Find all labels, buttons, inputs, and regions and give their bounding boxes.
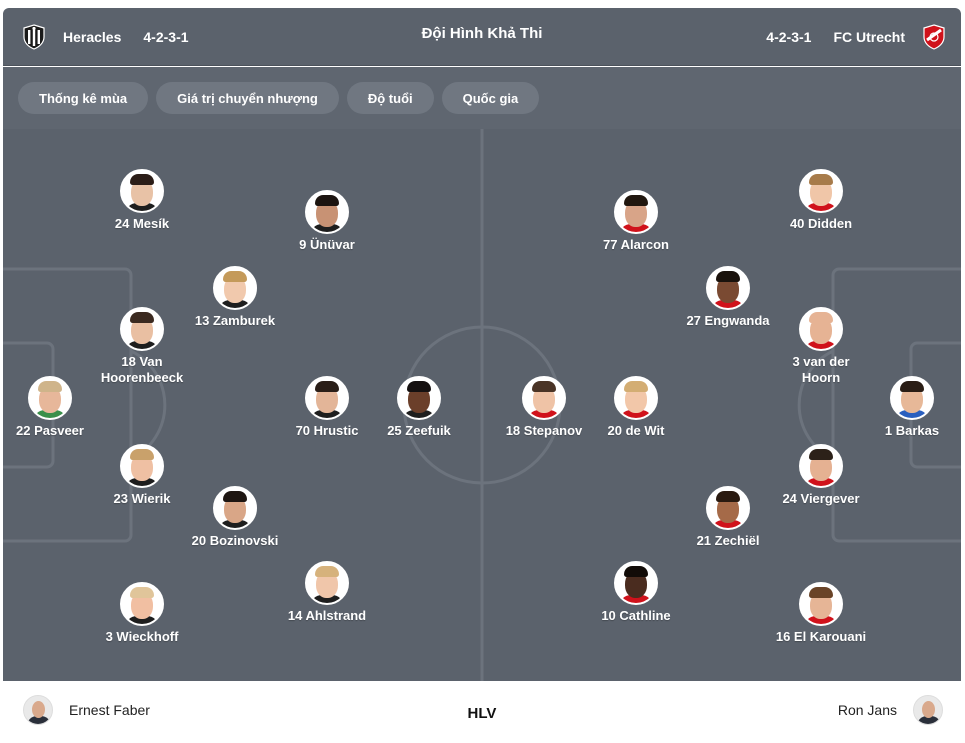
player-away-viergever[interactable]: 24 Viergever bbox=[766, 444, 876, 507]
player-photo bbox=[799, 582, 843, 626]
player-away-van-der-hoorn[interactable]: 3 van der Hoorn bbox=[766, 307, 876, 386]
player-home-mesik[interactable]: 24 Mesík bbox=[87, 169, 197, 232]
home-coach-name: Ernest Faber bbox=[69, 702, 150, 718]
player-label: 9 Ünüvar bbox=[299, 237, 355, 252]
player-photo bbox=[305, 561, 349, 605]
player-home-hrustic[interactable]: 70 Hrustic bbox=[272, 376, 382, 439]
pitch: 24 Mesík 9 Ünüvar 13 Zamburek 18 Van Hoo… bbox=[3, 129, 961, 681]
player-label: 40 Didden bbox=[789, 216, 853, 231]
lineup-card: Heracles 4-2-3-1 Đội Hình Khả Thi 4-2-3-… bbox=[3, 8, 961, 743]
player-label: 1 Barkas bbox=[884, 423, 940, 438]
player-photo bbox=[706, 486, 750, 530]
player-photo bbox=[120, 307, 164, 351]
away-coach[interactable]: Ron Jans bbox=[838, 695, 943, 725]
filter-market-value[interactable]: Giá trị chuyển nhượng bbox=[156, 82, 339, 114]
player-home-bozinovski[interactable]: 20 Bozinovski bbox=[180, 486, 290, 549]
player-away-stepanov[interactable]: 18 Stepanov bbox=[489, 376, 599, 439]
filter-season-stats[interactable]: Thống kê mùa bbox=[18, 82, 149, 114]
player-photo bbox=[799, 307, 843, 351]
player-photo bbox=[213, 486, 257, 530]
player-label: 18 Van Hoorenbeeck bbox=[100, 354, 184, 385]
player-label: 22 Pasveer bbox=[16, 423, 84, 438]
player-away-de-wit[interactable]: 20 de Wit bbox=[581, 376, 691, 439]
player-label: 70 Hrustic bbox=[295, 423, 359, 438]
player-label: 23 Wierik bbox=[113, 491, 171, 506]
player-photo bbox=[522, 376, 566, 420]
player-label: 13 Zamburek bbox=[194, 313, 276, 328]
player-away-alarcon[interactable]: 77 Alarcon bbox=[581, 190, 691, 253]
player-label: 24 Mesík bbox=[114, 216, 170, 231]
player-label: 3 van der Hoorn bbox=[792, 354, 850, 385]
player-photo bbox=[213, 266, 257, 310]
home-formation: 4-2-3-1 bbox=[143, 29, 189, 45]
player-label: 3 Wieckhoff bbox=[105, 629, 179, 644]
player-away-cathline[interactable]: 10 Cathline bbox=[581, 561, 691, 624]
player-photo bbox=[614, 561, 658, 605]
coach-label: HLV bbox=[467, 705, 497, 722]
filter-age[interactable]: Độ tuổi bbox=[346, 82, 434, 114]
home-coach[interactable]: Ernest Faber bbox=[23, 695, 150, 725]
player-label: 18 Stepanov bbox=[505, 423, 583, 438]
player-photo bbox=[890, 376, 934, 420]
heracles-crest-icon bbox=[23, 24, 45, 50]
filter-nationality[interactable]: Quốc gia bbox=[441, 82, 540, 114]
player-photo bbox=[305, 190, 349, 234]
player-photo bbox=[28, 376, 72, 420]
away-team-info[interactable]: 4-2-3-1 FC Utrecht bbox=[766, 8, 945, 66]
player-home-unuvar[interactable]: 9 Ünüvar bbox=[272, 190, 382, 253]
player-photo bbox=[120, 582, 164, 626]
utrecht-crest-icon bbox=[923, 24, 945, 50]
coach-photo bbox=[23, 695, 53, 725]
player-label: 20 Bozinovski bbox=[191, 533, 279, 548]
player-label: 77 Alarcon bbox=[603, 237, 669, 252]
player-away-didden[interactable]: 40 Didden bbox=[766, 169, 876, 232]
coaches-bar: Ernest Faber HLV Ron Jans bbox=[3, 681, 961, 743]
away-team-name: FC Utrecht bbox=[833, 29, 905, 45]
player-home-pasveer[interactable]: 22 Pasveer bbox=[3, 376, 105, 439]
player-label: 24 Viergever bbox=[782, 491, 860, 506]
player-home-wierik[interactable]: 23 Wierik bbox=[87, 444, 197, 507]
player-home-wieckhoff[interactable]: 3 Wieckhoff bbox=[87, 582, 197, 645]
player-away-zechiel[interactable]: 21 Zechiël bbox=[673, 486, 783, 549]
player-home-zeefuik[interactable]: 25 Zeefuik bbox=[364, 376, 474, 439]
player-away-el-karouani[interactable]: 16 El Karouani bbox=[766, 582, 876, 645]
filter-bar: Thống kê mùa Giá trị chuyển nhượng Độ tu… bbox=[3, 67, 961, 129]
player-label: 10 Cathline bbox=[601, 608, 671, 623]
player-photo bbox=[120, 444, 164, 488]
away-coach-name: Ron Jans bbox=[837, 702, 897, 718]
away-formation: 4-2-3-1 bbox=[766, 29, 812, 45]
player-home-van-hoorenbeeck[interactable]: 18 Van Hoorenbeeck bbox=[87, 307, 197, 386]
player-label: 20 de Wit bbox=[607, 423, 665, 438]
player-photo bbox=[614, 376, 658, 420]
player-label: 14 Ahlstrand bbox=[287, 608, 367, 623]
lineup-header: Heracles 4-2-3-1 Đội Hình Khả Thi 4-2-3-… bbox=[3, 8, 961, 66]
player-label: 27 Engwanda bbox=[686, 313, 770, 328]
page-title: Đội Hình Khả Thi bbox=[421, 25, 543, 42]
player-photo bbox=[305, 376, 349, 420]
player-label: 25 Zeefuik bbox=[387, 423, 451, 438]
player-label: 16 El Karouani bbox=[775, 629, 867, 644]
home-team-name: Heracles bbox=[63, 29, 122, 45]
player-away-engwanda[interactable]: 27 Engwanda bbox=[673, 266, 783, 329]
player-photo bbox=[799, 444, 843, 488]
player-label: 21 Zechiël bbox=[696, 533, 760, 548]
player-photo bbox=[799, 169, 843, 213]
player-photo bbox=[397, 376, 441, 420]
player-away-barkas[interactable]: 1 Barkas bbox=[857, 376, 961, 439]
home-team-info[interactable]: Heracles 4-2-3-1 bbox=[23, 8, 189, 66]
player-home-ahlstrand[interactable]: 14 Ahlstrand bbox=[272, 561, 382, 624]
player-photo bbox=[706, 266, 750, 310]
player-photo bbox=[614, 190, 658, 234]
player-photo bbox=[120, 169, 164, 213]
player-home-zamburek[interactable]: 13 Zamburek bbox=[180, 266, 290, 329]
coach-photo bbox=[913, 695, 943, 725]
